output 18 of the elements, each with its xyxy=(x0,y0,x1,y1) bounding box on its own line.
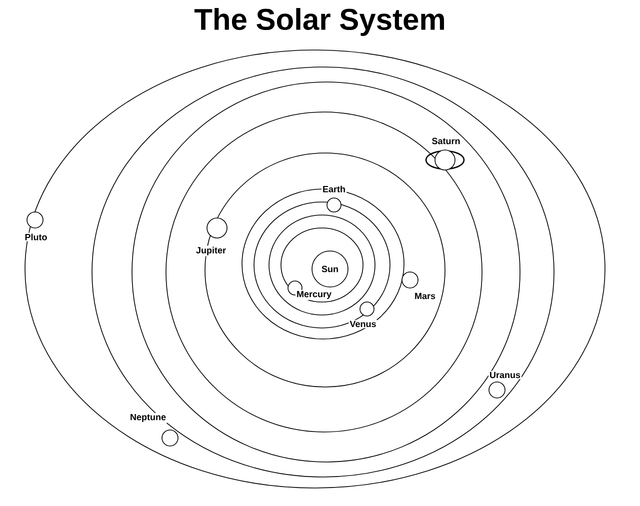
planet-label: Pluto xyxy=(24,232,48,242)
planet-circle xyxy=(26,212,44,228)
planet-label: Neptune xyxy=(129,412,167,424)
planet-label: Uranus xyxy=(488,370,522,380)
planet-label: Mercury xyxy=(296,290,332,300)
planet-label: Earth xyxy=(322,184,346,194)
planet-circle xyxy=(402,272,418,288)
planet-circle xyxy=(206,218,228,238)
planet-label: Venus xyxy=(348,320,378,328)
planet-label: Jupiter xyxy=(195,246,227,256)
planet-circle xyxy=(162,430,178,446)
planet-label: Saturn xyxy=(430,136,462,146)
planet-circle xyxy=(326,198,342,212)
planet-circle xyxy=(488,382,506,398)
ringed-planet xyxy=(425,150,465,170)
planet-label: Mars xyxy=(414,292,436,300)
title: The Solar System xyxy=(194,8,444,36)
planet-circle xyxy=(360,302,374,316)
